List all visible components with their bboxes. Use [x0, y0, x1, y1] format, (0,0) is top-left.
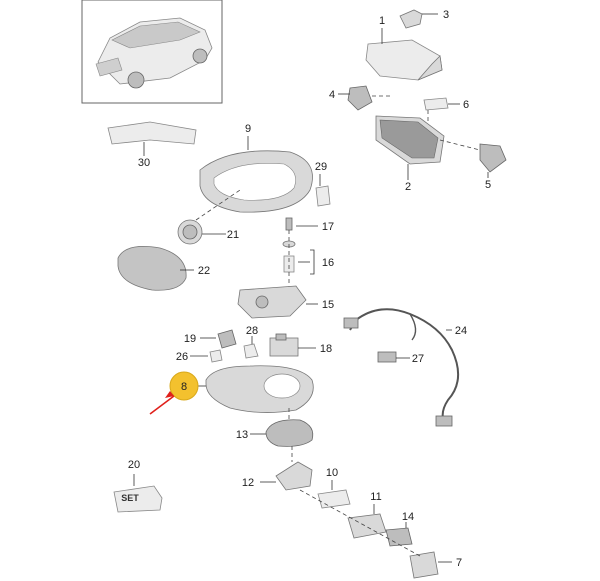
label-part-28: 28 [246, 325, 258, 337]
label-part-11: 11 [370, 491, 381, 503]
label-part-21: 21 [227, 229, 239, 241]
part-15-adjuster [237, 285, 318, 319]
part-22-mirror-glass [117, 245, 194, 291]
highlight-arrow-head [165, 391, 174, 398]
vehicle-thumbnail [81, 0, 223, 104]
highlight-circle [169, 371, 199, 401]
label-part-7: 7 [456, 557, 462, 569]
part-28-plug [243, 336, 259, 359]
part-3-clip [399, 9, 438, 29]
part-30-trim [107, 121, 197, 156]
part-14-seal [385, 522, 413, 547]
part-2-interior-mirror [375, 115, 445, 180]
part-5-mount [479, 143, 507, 178]
label-part-12: 12 [242, 477, 254, 489]
part-9-housing-frame [199, 136, 313, 213]
label-part-29: 29 [315, 161, 327, 173]
label-part-9: 9 [245, 123, 251, 135]
part-7-foot [409, 551, 452, 579]
label-part-2: 2 [405, 181, 411, 193]
label-part-18: 18 [320, 343, 332, 355]
part-8-lower-housing [192, 365, 314, 413]
part-labels: 1 2 3 4 5 6 7 8 9 10 11 12 13 14 15 16 1… [128, 9, 491, 569]
label-part-15: 15 [322, 299, 334, 311]
label-part-24: 24 [455, 325, 467, 337]
part-4-bracket [338, 85, 390, 111]
part-18-actuator [269, 333, 316, 357]
label-part-6: 6 [463, 99, 469, 111]
label-part-16: 16 [322, 257, 334, 269]
label-part-26: 26 [176, 351, 188, 363]
part-17-screw [285, 217, 318, 231]
part-6-sensor [423, 97, 460, 124]
label-part-8: 8 [181, 381, 187, 393]
label-part-1: 1 [379, 15, 385, 27]
highlight-marker [149, 371, 199, 415]
label-part-20: 20 [128, 459, 140, 471]
part-29-cap [315, 174, 331, 207]
label-part-30: 30 [138, 157, 150, 169]
part-10-plate [317, 480, 351, 509]
part-19-clip [200, 329, 237, 349]
label-part-5: 5 [485, 179, 491, 191]
label-part-14: 14 [402, 511, 414, 523]
label-part-19: 19 [184, 333, 196, 345]
part-13-cap [250, 419, 314, 447]
set-box-text: SET [121, 493, 139, 503]
part-24-harness [343, 308, 459, 427]
part-20-set-box [113, 474, 163, 513]
label-part-17: 17 [322, 221, 334, 233]
highlight-arrow [149, 395, 175, 415]
label-part-4: 4 [329, 89, 335, 101]
part-16-springs [282, 240, 315, 275]
part-12-base [260, 461, 313, 491]
label-part-22: 22 [198, 265, 210, 277]
part-26-pin [190, 349, 223, 363]
part-27-connector [377, 351, 410, 363]
label-part-3: 3 [443, 9, 449, 21]
part-11-bracket [347, 504, 387, 539]
part-1-cover [365, 28, 443, 81]
label-part-10: 10 [326, 467, 338, 479]
label-part-27: 27 [412, 353, 424, 365]
label-part-13: 13 [236, 429, 248, 441]
part-21-motor [177, 219, 226, 245]
